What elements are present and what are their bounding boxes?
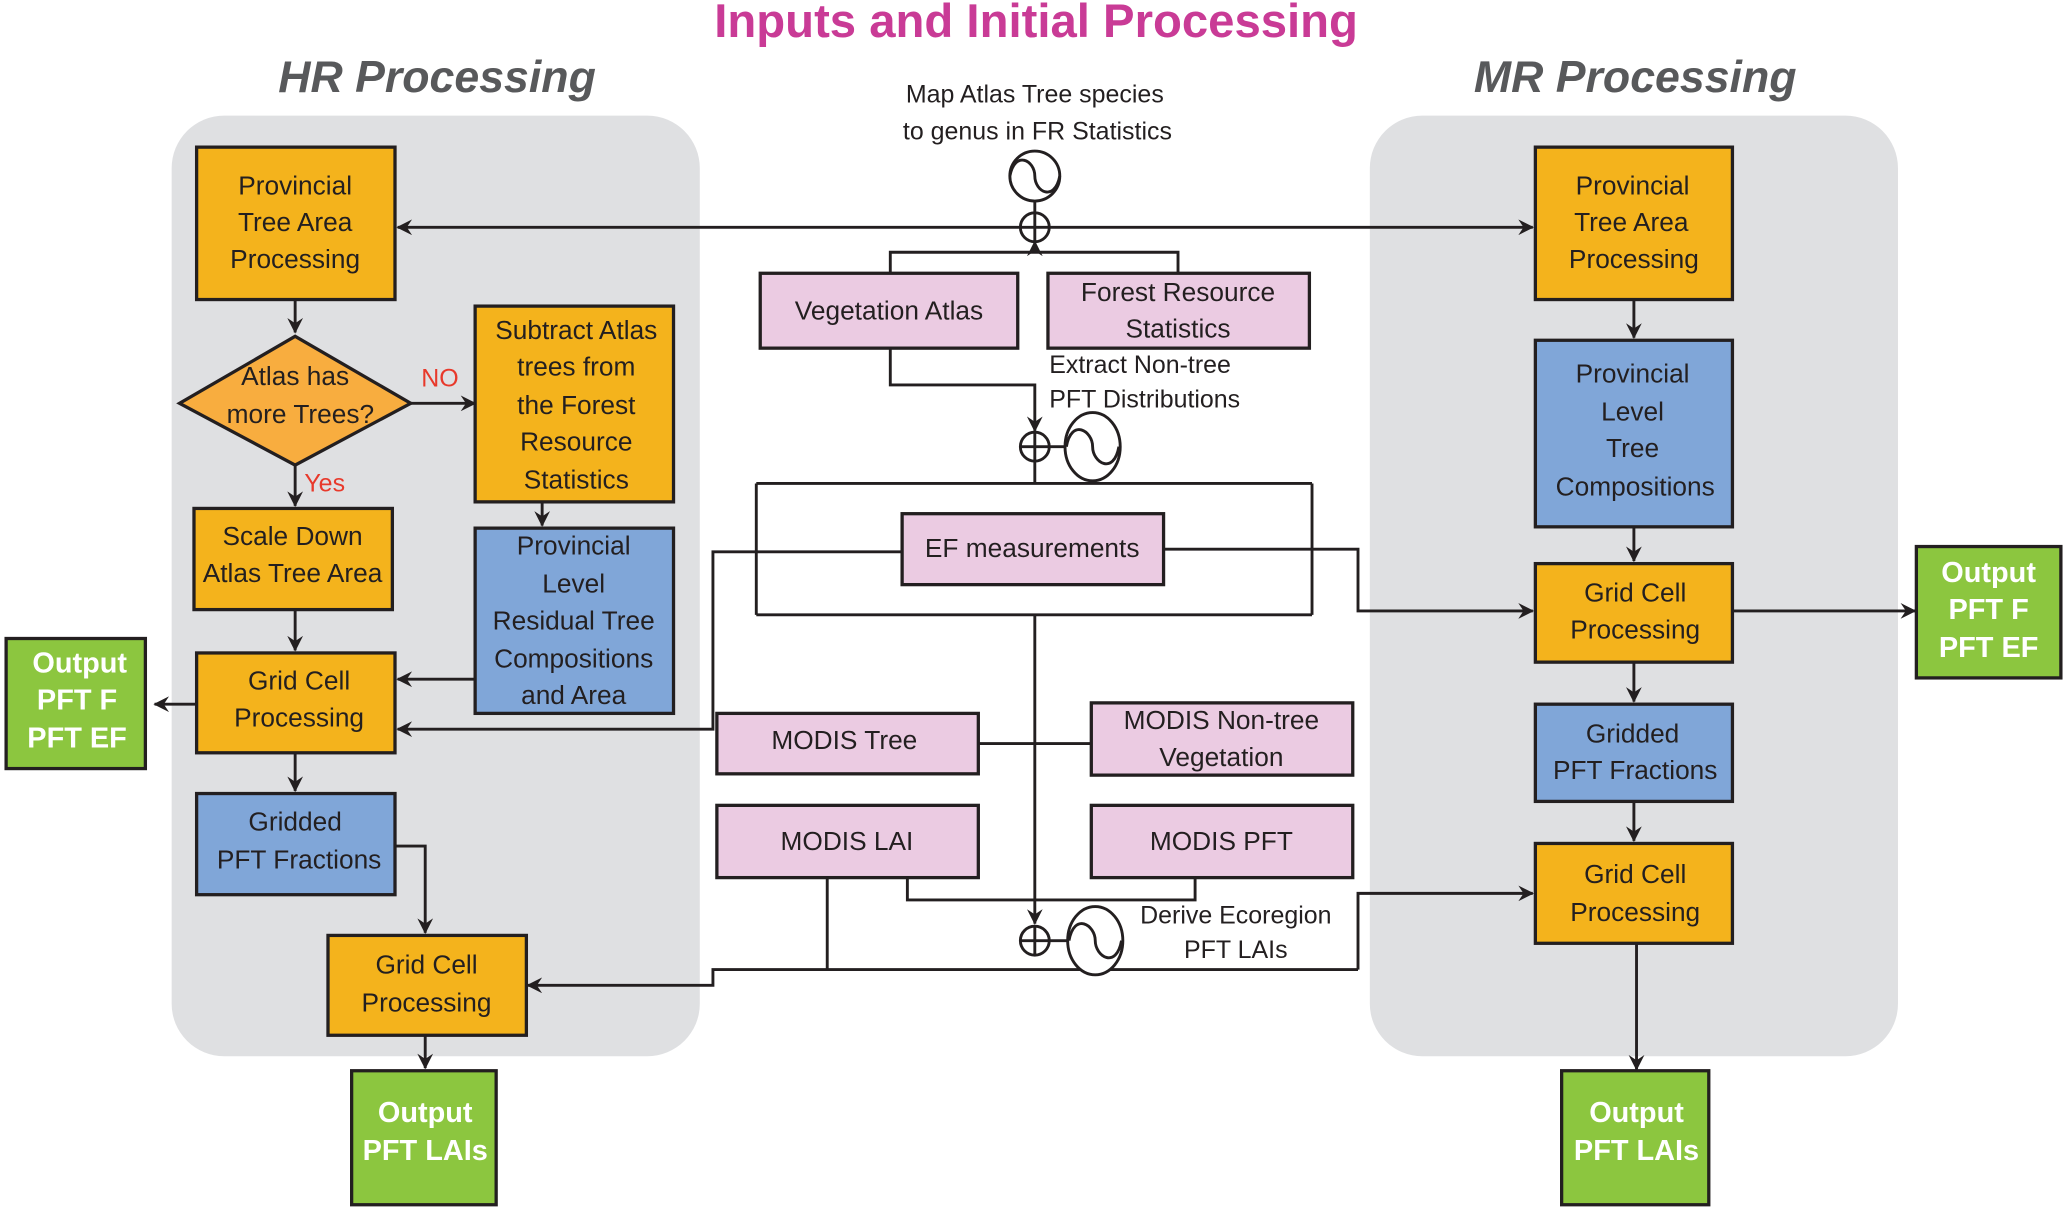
modis-tree-box[interactable]: MODIS Tree (715, 711, 980, 776)
hr-output-pft-lais[interactable]: Output PFT LAIs (350, 1069, 498, 1207)
note-map-atlas: Map Atlas Tree species to genus in FR St… (903, 80, 1172, 145)
hr-provincial-tree-area-box[interactable]: Provincial Tree Area Processing (194, 145, 397, 302)
svg-text:PFT LAIs: PFT LAIs (1574, 1135, 1699, 1167)
svg-text:PFT EF: PFT EF (1939, 632, 2039, 664)
aggregate-symbol-middle (1018, 411, 1122, 483)
svg-text:Processing: Processing (234, 703, 364, 733)
svg-text:EF measurements: EF measurements (925, 533, 1140, 563)
svg-text:Atlas has: Atlas has (241, 361, 349, 391)
svg-text:the Forest: the Forest (517, 390, 636, 420)
svg-text:Output: Output (1589, 1097, 1684, 1129)
no-branch-label: NO (421, 364, 458, 392)
svg-text:Output: Output (378, 1097, 473, 1129)
svg-text:Derive Ecoregion: Derive Ecoregion (1140, 902, 1331, 930)
svg-text:MODIS LAI: MODIS LAI (781, 826, 914, 856)
hr-gridded-pft-fractions-box[interactable]: Gridded PFT Fractions (194, 791, 397, 897)
svg-text:Compositions: Compositions (494, 643, 653, 673)
mr-tree-compositions-box[interactable]: Provincial Level Tree Compositions (1533, 338, 1735, 529)
hr-scale-down-box[interactable]: Scale Down Atlas Tree Area (192, 506, 395, 612)
mr-grid-cell-processing-box-1[interactable]: Grid Cell Processing (1533, 561, 1735, 664)
hr-output-pft-f-ef[interactable]: Output PFT F PFT EF (4, 636, 148, 771)
svg-text:PFT Distributions: PFT Distributions (1049, 385, 1240, 413)
svg-text:Grid Cell: Grid Cell (1584, 578, 1686, 608)
svg-text:Compositions: Compositions (1556, 471, 1715, 501)
ef-measurements-box[interactable]: EF measurements (900, 512, 1166, 587)
vegetation-atlas-box[interactable]: Vegetation Atlas (758, 271, 1020, 350)
svg-text:Vegetation: Vegetation (1159, 742, 1283, 772)
modis-lai-box[interactable]: MODIS LAI (715, 803, 980, 880)
svg-text:Processing: Processing (1569, 244, 1699, 274)
svg-text:and Area: and Area (521, 680, 627, 710)
svg-text:Grid Cell: Grid Cell (375, 950, 477, 980)
svg-text:Provincial: Provincial (517, 530, 631, 560)
svg-text:Resource: Resource (520, 427, 632, 457)
svg-text:Subtract Atlas: Subtract Atlas (495, 315, 657, 345)
svg-text:MODIS Tree: MODIS Tree (771, 725, 917, 755)
mr-grid-cell-processing-box-2[interactable]: Grid Cell Processing (1533, 841, 1735, 945)
forest-resource-statistics-box[interactable]: Forest Resource Statistics (1046, 271, 1312, 350)
svg-text:Level: Level (1601, 396, 1664, 426)
svg-text:Level: Level (542, 569, 605, 599)
svg-text:Processing: Processing (1570, 615, 1700, 645)
svg-text:MODIS Non-tree: MODIS Non-tree (1124, 705, 1320, 735)
svg-text:more Trees?: more Trees? (227, 399, 374, 429)
svg-text:Scale Down: Scale Down (222, 521, 362, 551)
modis-nontree-vegetation-box[interactable]: MODIS Non-tree Vegetation (1089, 701, 1355, 777)
aggregate-symbol-bottom (1018, 905, 1125, 977)
svg-text:PFT LAIs: PFT LAIs (1184, 936, 1288, 964)
connectors (153, 219, 1917, 1071)
svg-text:Processing: Processing (1570, 897, 1700, 927)
svg-text:Provincial: Provincial (1576, 170, 1690, 200)
svg-text:to genus in FR Statistics: to genus in FR Statistics (903, 117, 1172, 145)
svg-text:Provincial: Provincial (238, 170, 352, 200)
svg-text:Atlas Tree Area: Atlas Tree Area (203, 558, 383, 588)
mr-provincial-tree-area-box[interactable]: Provincial Tree Area Processing (1533, 145, 1735, 302)
svg-text:Statistics: Statistics (1125, 314, 1230, 344)
hr-residual-tree-compositions-box[interactable]: Provincial Level Residual Tree Compositi… (473, 526, 676, 716)
svg-text:PFT F: PFT F (1948, 594, 2028, 626)
svg-text:Vegetation Atlas: Vegetation Atlas (795, 295, 983, 325)
svg-text:trees from: trees from (517, 352, 635, 382)
svg-text:MODIS PFT: MODIS PFT (1150, 826, 1293, 856)
svg-text:PFT LAIs: PFT LAIs (363, 1135, 488, 1167)
svg-text:PFT Fractions: PFT Fractions (217, 844, 381, 874)
svg-text:Output: Output (32, 648, 127, 680)
mr-section-title: MR Processing (1474, 53, 1797, 102)
svg-text:Gridded: Gridded (248, 806, 341, 836)
hr-grid-cell-processing-box-2[interactable]: Grid Cell Processing (326, 933, 529, 1037)
svg-text:Output: Output (1941, 557, 2036, 589)
mr-output-pft-f-ef[interactable]: Output PFT F PFT EF (1914, 544, 2063, 680)
modis-pft-box[interactable]: MODIS PFT (1089, 803, 1355, 880)
note-derive-ecoregion: Derive Ecoregion PFT LAIs (1140, 902, 1331, 964)
svg-text:Gridded: Gridded (1586, 718, 1679, 748)
svg-text:Forest Resource: Forest Resource (1081, 277, 1275, 307)
mr-output-pft-lais[interactable]: Output PFT LAIs (1560, 1069, 1711, 1207)
diagram-title: Inputs and Initial Processing (714, 0, 1358, 48)
svg-text:Grid Cell: Grid Cell (1584, 859, 1686, 889)
note-extract-nontree: Extract Non-tree PFT Distributions (1049, 351, 1240, 413)
svg-text:Tree Area: Tree Area (1574, 207, 1689, 237)
hr-grid-cell-processing-box-1[interactable]: Grid Cell Processing (194, 651, 397, 755)
svg-text:PFT EF: PFT EF (27, 723, 127, 755)
svg-text:Tree: Tree (1606, 433, 1659, 463)
hr-subtract-atlas-box[interactable]: Subtract Atlas trees from the Forest Res… (473, 304, 676, 504)
svg-text:Tree Area: Tree Area (238, 207, 353, 237)
svg-text:Statistics: Statistics (524, 465, 629, 495)
svg-text:PFT Fractions: PFT Fractions (1553, 755, 1717, 785)
svg-text:Extract Non-tree: Extract Non-tree (1049, 351, 1231, 379)
svg-text:Map Atlas Tree species: Map Atlas Tree species (906, 80, 1164, 108)
svg-text:Processing: Processing (230, 244, 360, 274)
svg-text:Grid Cell: Grid Cell (248, 666, 350, 696)
aggregate-symbol-top (1008, 149, 1062, 244)
svg-text:PFT F: PFT F (37, 684, 117, 716)
svg-text:Provincial: Provincial (1576, 358, 1690, 388)
svg-text:Residual Tree: Residual Tree (493, 605, 655, 635)
hr-section-title: HR Processing (278, 53, 596, 102)
hr-decision-diamond[interactable]: Atlas has more Trees? (176, 334, 415, 467)
yes-branch-label: Yes (304, 469, 345, 497)
mr-gridded-pft-fractions-box[interactable]: Gridded PFT Fractions (1533, 702, 1735, 804)
svg-text:Processing: Processing (362, 988, 492, 1018)
